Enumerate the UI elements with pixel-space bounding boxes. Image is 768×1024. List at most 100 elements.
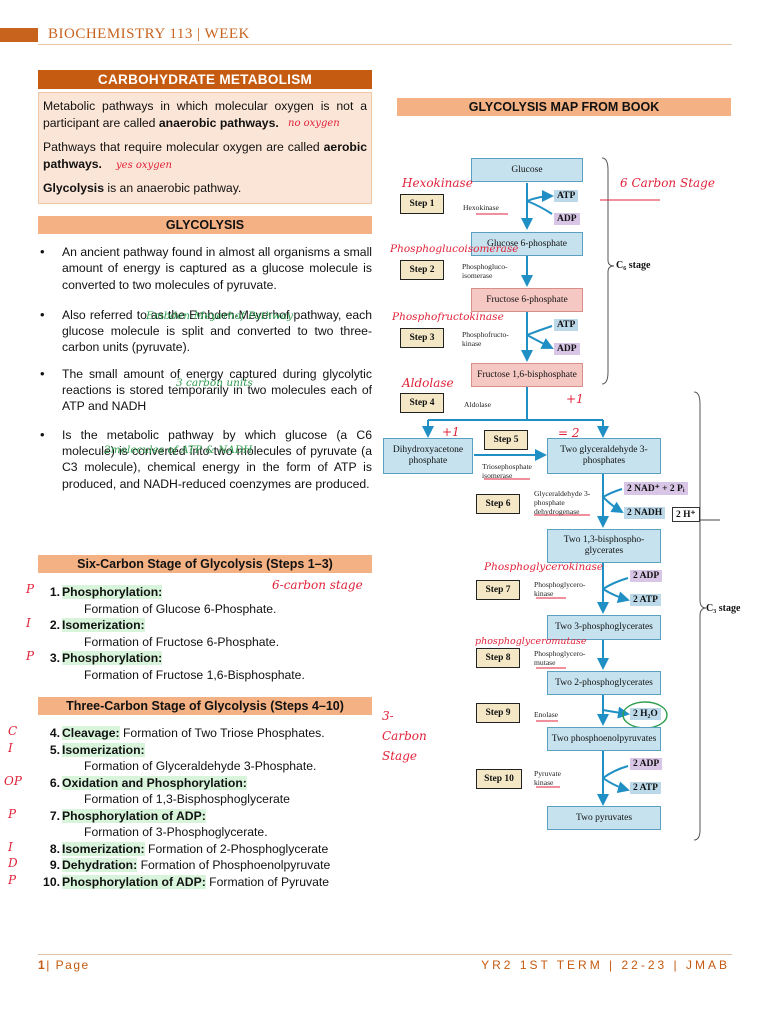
step-box: Step 4 (400, 393, 444, 413)
bullet-item: Also referred to as the Embden-Meyerhof … (38, 307, 372, 356)
step-number: 10. (43, 874, 60, 889)
enzyme-label: Triosephosphate isomerase (482, 462, 532, 480)
note-plus-one: +1 (566, 392, 584, 406)
cofactor-tag: 2 H⁺ (672, 507, 700, 522)
step-box: Step 8 (476, 648, 520, 668)
step-row: 1.Phosphorylation: (38, 584, 372, 601)
note-phosphofructokinase: Phosphofructokinase (392, 311, 504, 323)
three-carbon-heading: Three-Carbon Stage of Glycolysis (Steps … (38, 697, 372, 715)
step-box: Step 7 (476, 580, 520, 600)
footer-term: YR2 1ST TERM | 22-23 | JMAB (481, 958, 730, 972)
note-phosphoglycerokinase: Phosphoglycerokinase (484, 561, 604, 573)
step-desc: Formation of 1,3-Bisphosphoglycerate (84, 792, 290, 806)
step-desc: Formation of Phosphoenolpyruvate (140, 858, 331, 872)
enzyme-label: Hexokinase (463, 203, 499, 212)
step-box: Step 6 (476, 494, 520, 514)
glycolysis-heading: GLYCOLYSIS (38, 216, 372, 234)
cofactor-tag: 2 ATP (630, 594, 661, 606)
term-glycolysis: Glycolysis (43, 181, 104, 195)
step-name: Phosphorylation: (62, 585, 163, 599)
note-equals-two: = 2 (558, 426, 580, 440)
header-accent-bar (0, 28, 38, 42)
stage-label-c3: C₃ stage (706, 603, 741, 614)
note-3carbon: 3 carbon units (176, 377, 253, 389)
definition-anaerobic: Metabolic pathways in which molecular ox… (43, 98, 367, 132)
cofactor-tag: 2 H₂O (630, 708, 661, 720)
three-carbon-steps: 4.Cleavage: Formation of Two Triose Phos… (38, 725, 372, 890)
note-aldolase: Aldolase (402, 376, 454, 390)
map-heading: GLYCOLYSIS MAP FROM BOOK (397, 98, 731, 116)
step-row: 4.Cleavage: Formation of Two Triose Phos… (38, 725, 372, 742)
definition-glycolysis: Glycolysis is an anaerobic pathway. (43, 180, 367, 197)
node-fructose-6-phosphate: Fructose 6-phosphate (471, 288, 583, 312)
enzyme-label: Phosphogluco-isomerase (462, 262, 508, 280)
carb-metabolism-heading: CARBOHYDRATE METABOLISM (38, 70, 372, 89)
bullet-item: The small amount of energy captured duri… (38, 366, 372, 415)
note-three-carbon-stage: 3-Carbon Stage (382, 709, 427, 763)
step-desc: Formation of Glucose 6-Phosphate. (84, 601, 277, 616)
step-box: Step 3 (400, 328, 444, 348)
node-dihydroxyacetone-phosphate: Dihydroxyacetone phosphate (383, 438, 473, 474)
note-hexokinase: Hexokinase (402, 176, 473, 190)
step-number: 3. (49, 651, 60, 665)
node-pyruvates: Two pyruvates (547, 806, 661, 830)
bullet-item: An ancient pathway found in almost all o… (38, 244, 372, 293)
node-1-3-bisphosphoglycerates: Two 1,3-bisphospho-glycerates (547, 529, 661, 563)
node-2-phosphoglycerates: Two 2-phosphoglycerates (547, 671, 661, 695)
step-name: Oxidation and Phosphorylation: (62, 775, 247, 790)
margin-mark: I (8, 840, 13, 854)
step-name: Cleavage: (62, 726, 120, 740)
bullet-item: Is the metabolic pathway by which glucos… (38, 427, 372, 492)
step-number: 8. (49, 841, 60, 856)
step-desc: Formation of Fructose 6-Phosphate. (84, 634, 280, 649)
definition-aerobic-text: Pathways that require molecular oxygen a… (43, 140, 324, 154)
footer-page: 1| Page (38, 958, 90, 972)
step-number: 1. (49, 585, 60, 599)
node-glucose: Glucose (471, 158, 583, 182)
definition-glycolysis-text: is an anaerobic pathway. (103, 181, 242, 195)
node-glucose-6-phosphate: Glucose 6-phosphate (471, 232, 583, 256)
note-phosphoglyceromutase: phosphoglyceromutase (475, 636, 587, 647)
note-embden: Embden-Meyerhof Pathway (146, 310, 294, 322)
step-box: Step 2 (400, 260, 444, 280)
step-row: 8.Isomerization: Formation of 2-Phosphog… (38, 841, 372, 858)
margin-mark: P (26, 649, 35, 663)
step-number: 6. (49, 775, 60, 790)
cofactor-tag: ADP (554, 343, 580, 355)
step-row: 10.Phosphorylation of ADP: Formation of … (38, 874, 372, 891)
stage-label-c6: C₆ stage (616, 260, 651, 271)
note-atp-nadh: 2molecules of ATP & NADH (104, 444, 253, 456)
enzyme-label: Enolase (534, 710, 559, 719)
step-row: 5.Isomerization: (38, 742, 372, 759)
step-number: 2. (49, 618, 60, 632)
step-desc: Formation of Pyruvate (209, 874, 330, 889)
term-anaerobic: anaerobic pathways. (158, 116, 279, 130)
step-row: 9.Dehydration: Formation of Phosphoenolp… (38, 857, 372, 874)
step-box: Step 5 (484, 430, 528, 450)
step-desc: Formation of Fructose 1,6-Bisphosphate. (84, 667, 305, 682)
step-number: 7. (49, 808, 60, 823)
cofactor-tag: ATP (554, 190, 579, 202)
margin-mark: C (8, 724, 18, 738)
cofactor-tag: ATP (554, 319, 579, 331)
margin-mark: P (8, 807, 17, 821)
term-aerobic: aerobic pathways. (43, 140, 367, 171)
step-row: 7.Phosphorylation of ADP: (38, 808, 372, 825)
step-name: Isomerization: (62, 841, 145, 856)
step-desc: Formation of Two Triose Phosphates. (122, 726, 325, 740)
cofactor-tag: 2 ADP (630, 570, 663, 582)
enzyme-label: Glyceraldehyde 3-phosphate dehydrogenase (534, 489, 591, 516)
note-yes-oxygen: yes oxygen (116, 160, 172, 171)
step-desc: Formation of 3-Phosphoglycerate. (84, 825, 268, 839)
step-box: Step 1 (400, 194, 444, 214)
margin-mark: OP (4, 774, 22, 788)
definition-anaerobic-text: Metabolic pathways in which molecular ox… (43, 99, 367, 130)
margin-mark: I (26, 616, 31, 630)
margin-mark: D (8, 856, 18, 870)
cofactor-tag: 2 ATP (630, 782, 661, 794)
cofactor-tag: ADP (554, 213, 580, 225)
node-glyceraldehyde-3-phosphates: Two glyceraldehyde 3-phosphates (547, 438, 661, 474)
enzyme-label: Aldolase (464, 400, 491, 409)
page-header-title: BIOCHEMISTRY 113 | WEEK (48, 26, 250, 42)
